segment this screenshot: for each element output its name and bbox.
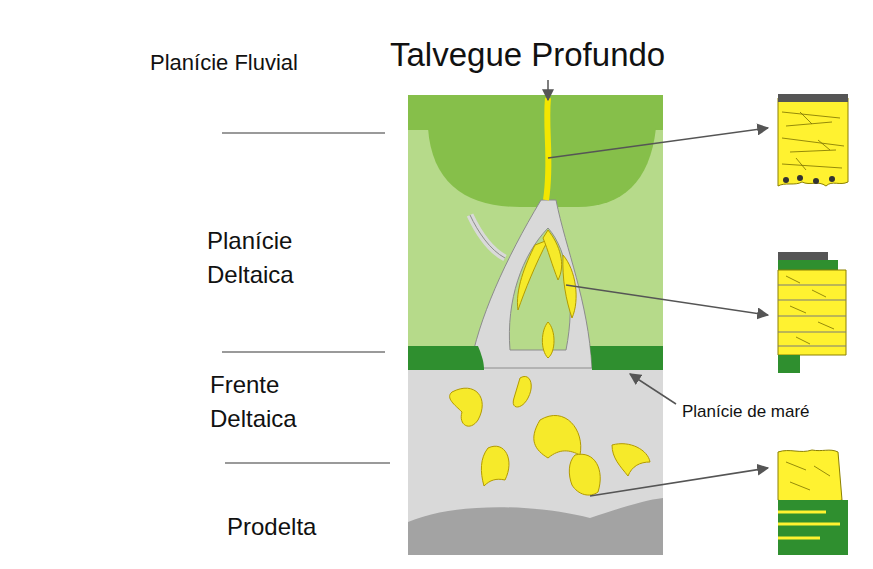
channel-island: [509, 228, 570, 350]
leader-arrow: [566, 285, 768, 315]
cross-bedding: [786, 462, 830, 490]
sand-stringers: [778, 512, 840, 538]
zone-label: Planície Fluvial: [146, 46, 302, 81]
tidal-flat: [590, 346, 663, 370]
channel-bar: [517, 240, 548, 310]
mud-bed: [778, 260, 838, 270]
prodelta-mud: [778, 500, 848, 555]
stratigraphic-column: [778, 94, 848, 186]
cross-bedding: [782, 112, 844, 170]
distributary-channel: [470, 215, 505, 258]
sand-column: [778, 270, 846, 355]
leader-arrow: [547, 80, 549, 100]
tidal-flat: [408, 346, 484, 370]
gravel-lag: [783, 175, 835, 184]
mouth-bar-lobe: [450, 388, 483, 426]
fluvial-plain: [428, 128, 656, 207]
sand-column: [778, 450, 842, 503]
distributary-channel: [470, 215, 505, 258]
stratigraphic-column: [778, 252, 846, 373]
stratigraphic-column: [778, 450, 848, 555]
mouth-bar-lobe: [569, 454, 600, 495]
delta-front: [408, 95, 663, 555]
mouth-bar-lobe: [534, 415, 581, 458]
top-bed: [778, 94, 848, 102]
channel-sand: [546, 98, 549, 200]
delta-plain: [408, 95, 663, 367]
mud-bed: [778, 355, 800, 373]
mouth-bar: [542, 322, 554, 358]
mouth-bar-lobe: [481, 446, 509, 486]
zone-label: Talvegue Profundo: [386, 30, 669, 80]
leader-arrow: [548, 80, 768, 496]
leader-arrow: [590, 468, 768, 496]
channel-bar: [543, 230, 562, 280]
cross-bedding: [786, 276, 834, 344]
zone-label: Prodelta: [223, 508, 320, 546]
zone-boundary: [225, 462, 390, 464]
zone-boundary: [222, 132, 385, 134]
zone-boundary: [222, 351, 385, 353]
bedding-lines: [778, 285, 846, 346]
mouth-bar-lobe: [612, 444, 650, 476]
zone-label: Frente Deltaica: [206, 366, 344, 437]
leader-arrow: [548, 128, 768, 158]
fluvial-plain: [408, 95, 663, 130]
distributary-channel: [470, 200, 592, 368]
leader-arrow: [630, 374, 676, 404]
sand-column: [778, 98, 848, 186]
top-bed: [778, 252, 828, 260]
zone-label: Planície de maré: [678, 398, 814, 426]
mouth-bar-lobe: [513, 376, 531, 407]
zone-label: Planície Deltaica: [203, 222, 351, 293]
prodelta: [408, 498, 663, 555]
